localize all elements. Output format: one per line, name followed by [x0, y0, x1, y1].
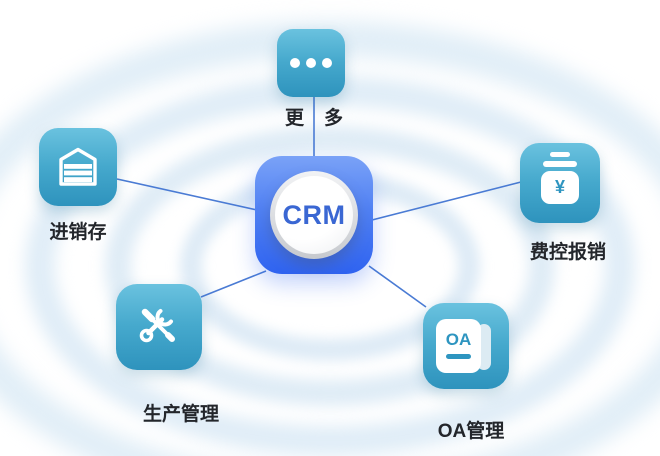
node-oa[interactable]: OA — [423, 303, 509, 389]
crm-badge-ring: CRM — [270, 171, 358, 259]
connector-line-expense — [371, 181, 522, 221]
node-expense[interactable]: ¥ — [520, 143, 600, 223]
connector-line-production — [200, 270, 267, 298]
tools-icon — [139, 308, 175, 343]
node-production[interactable] — [116, 284, 202, 370]
ellipsis-icon — [290, 58, 332, 68]
node-inventory[interactable] — [39, 128, 117, 206]
connector-line-oa — [368, 265, 427, 308]
book-icon: OA — [423, 303, 509, 389]
node-production-label: 生产管理 — [142, 404, 220, 425]
crm-label: CRM — [282, 199, 346, 230]
node-crm[interactable]: CRM — [255, 156, 373, 274]
node-oa-label: OA管理 — [437, 421, 505, 442]
oa-icon-text: OA — [445, 330, 472, 349]
yen-glyph: ¥ — [554, 177, 565, 197]
connector-line-inventory — [116, 178, 258, 211]
crm-badge: CRM — [275, 176, 353, 254]
node-inventory-label: 进销存 — [49, 222, 107, 243]
node-more-label: 更 多 — [284, 108, 344, 129]
node-expense-label: 费控报销 — [529, 242, 607, 263]
node-more[interactable] — [277, 29, 345, 97]
warehouse-icon — [59, 147, 97, 186]
money-jar-icon: ¥ — [520, 143, 600, 223]
